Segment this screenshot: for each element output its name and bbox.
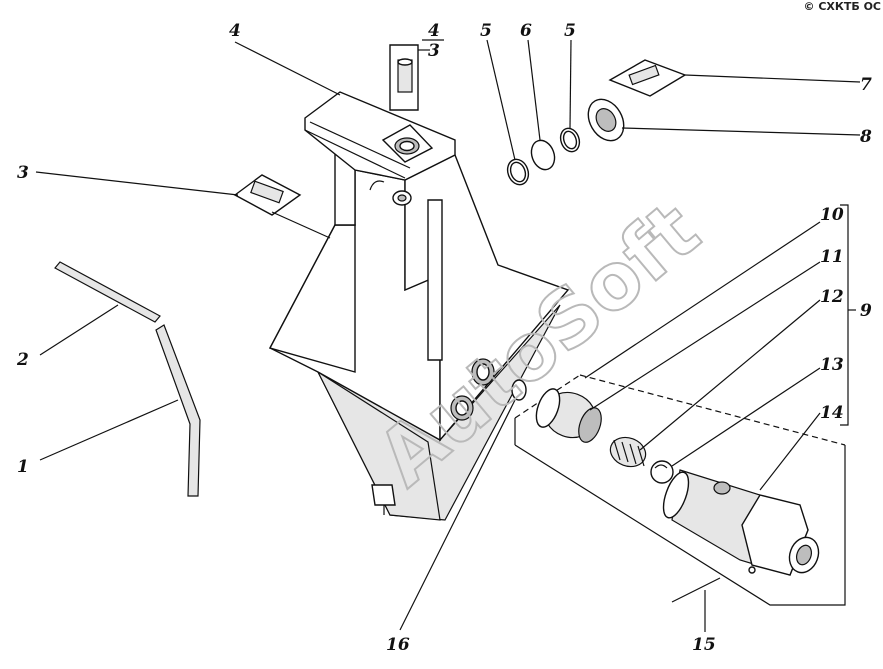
part-10-threaded-sleeve [535,388,602,443]
part-11-spring [609,436,647,468]
part-7-screw-card [608,59,687,97]
tank-body [268,91,570,521]
part-16-ring [511,379,527,401]
copyright-notice: © СХКТБ ОС [803,0,881,13]
callout-15: 15 [692,635,716,655]
callout-14: 14 [820,403,844,423]
callout-16: 16 [386,635,410,655]
callout-13: 13 [820,355,844,375]
part-8-flange [587,98,625,142]
callout-4-3-top: 4 [428,21,440,41]
callout-12: 12 [820,287,844,307]
part-5-ring-right [559,127,581,153]
callout-11: 11 [820,247,844,267]
callout-5-left: 5 [480,21,492,41]
callout-1: 1 [17,457,29,477]
part-3-bolt-card [233,174,302,216]
callout-8: 8 [859,127,872,147]
part-5-ring-left [506,158,530,186]
valve-assembly-box [514,374,846,606]
part-4-3-bolt-card [389,44,419,111]
callout-6: 6 [520,21,532,41]
part-12-ball [650,460,674,484]
callout-3: 3 [17,163,29,183]
part-1-bent-strip [155,324,201,497]
part-2-straight-strip [54,261,161,323]
callout-10: 10 [820,205,844,225]
callout-4-3-bottom: 3 [428,41,440,61]
callout-4: 4 [229,21,241,41]
callout-5-right: 5 [564,21,576,41]
callout-2: 2 [16,350,29,370]
callout-9: 9 [860,301,872,321]
part-14-valve-body [662,469,820,576]
leader-lines [35,39,861,632]
part-6-disc [530,139,556,171]
callout-labels: 4 4 3 5 6 5 7 8 3 10 11 12 9 2 13 14 1 1… [16,21,872,655]
callout-7: 7 [860,75,872,95]
